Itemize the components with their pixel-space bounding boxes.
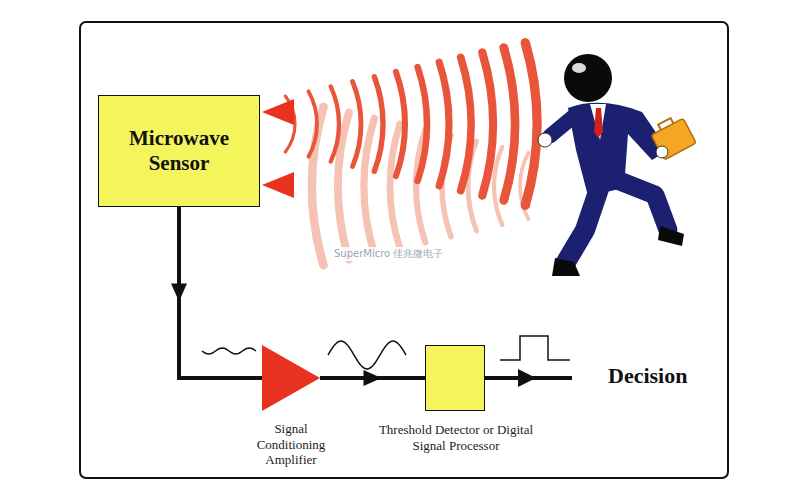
tie (594, 108, 603, 138)
hand (656, 146, 668, 158)
box-label: Microwave Sensor (108, 126, 250, 176)
wave-arc (504, 48, 515, 201)
signal-connector (171, 207, 262, 378)
arrowhead (364, 370, 382, 386)
wave-arc (308, 91, 317, 156)
antenna-triangle (262, 172, 294, 198)
block-caption: Signal Conditioning Amplifier (241, 421, 341, 468)
emitted-waves (285, 43, 537, 205)
arrowhead (518, 369, 536, 387)
briefcase (648, 113, 696, 160)
shoe (552, 258, 580, 276)
wave-arc (374, 77, 383, 172)
signal-connector (320, 370, 425, 386)
watermark: SuperMicro 佳兆微电子 (332, 247, 445, 261)
shirt (590, 104, 606, 140)
block-caption: Threshold Detector or Digital Signal Pro… (367, 422, 545, 453)
head-highlight (572, 63, 586, 73)
sine-waveform (328, 341, 406, 369)
head (564, 54, 612, 102)
arm (550, 116, 574, 136)
wave-arc (396, 72, 405, 176)
output-label: Decision (606, 363, 689, 389)
wave-arc (461, 57, 471, 190)
wave-arc (439, 62, 449, 186)
wave-arc (331, 86, 339, 161)
wave-arc (353, 82, 361, 167)
amplifier-symbol (262, 345, 320, 411)
wave-arc (390, 124, 400, 248)
wave-arc (525, 43, 537, 205)
shoe (658, 226, 684, 246)
processor-box: Threshold Detector or Digital Signal Pro… (425, 345, 485, 411)
frame (80, 22, 728, 478)
arrowhead (171, 284, 187, 302)
running-man (538, 54, 696, 276)
connector-line (179, 207, 262, 378)
wave-arc (364, 118, 374, 253)
noise-waveform (202, 348, 256, 354)
hand (538, 133, 552, 147)
pulse-waveform (500, 336, 570, 360)
amplifier-shape (262, 345, 320, 411)
wave-arc (418, 67, 427, 181)
wave-arc (494, 147, 502, 225)
wave-arc (482, 53, 493, 196)
amplifier-triangle: Signal Conditioning Amplifier (262, 345, 320, 411)
jacket (568, 103, 668, 196)
antenna-triangle (262, 99, 294, 125)
sensor-box: Microwave Sensor (98, 95, 260, 207)
